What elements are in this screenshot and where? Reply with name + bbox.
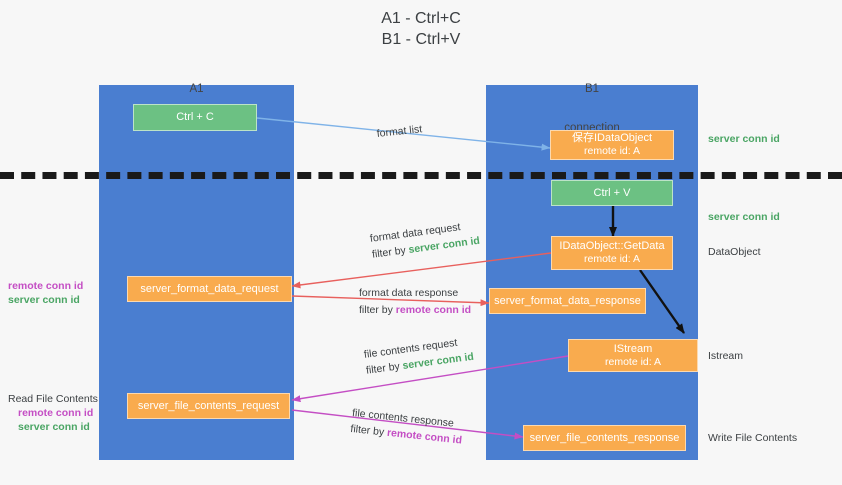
gap-label-file-contents-request: file contents request filter by server c… — [363, 333, 475, 379]
node-server-format-data-response[interactable]: server_format_data_response — [489, 288, 646, 314]
node-server-file-contents-request[interactable]: server_file_contents_request — [127, 393, 290, 419]
right-annotation-write-file-contents: Write File Contents — [708, 431, 797, 445]
node-getdata-label: IDataObject::GetData — [559, 240, 665, 252]
node-server-file-contents-response[interactable]: server_file_contents_response — [523, 425, 686, 451]
remote-conn-id-token: remote conn id — [395, 304, 472, 316]
filter-by-prefix: filter by — [349, 422, 388, 439]
phase-divider — [0, 172, 842, 179]
node-ctrl-c-label: Ctrl + C — [176, 111, 214, 123]
left-annotation-format-data-remote: remote conn id — [8, 280, 84, 292]
filter-by-prefix: filter by — [365, 360, 404, 377]
node-getdata[interactable]: IDataObject::GetData remote id: A — [551, 236, 673, 270]
node-server-file-contents-request-label: server_file_contents_request — [137, 399, 280, 412]
right-annotation-istream: Istream — [708, 349, 743, 363]
right-annotation-dataobject-text: DataObject — [708, 246, 761, 258]
right-annotation-server-conn-id-top-text: server conn id — [708, 133, 780, 145]
right-annotation-dataobject: DataObject — [708, 245, 761, 259]
swimlane-a1-title: A1 — [189, 83, 204, 95]
node-save-dataobject-remote-id: remote id: A — [583, 145, 641, 157]
gap-label-format-data-response: format data response filter by remote co… — [359, 285, 471, 319]
right-annotation-istream-text: Istream — [708, 350, 744, 362]
node-server-format-data-response-label: server_format_data_response — [494, 294, 641, 307]
gap-label-format-data-request: format data request filter by server con… — [369, 217, 481, 263]
right-annotation-write-file-contents-text: Write File Contents — [708, 432, 798, 444]
node-server-format-data-request[interactable]: server_format_data_request — [127, 276, 292, 302]
node-getdata-remote-id: remote id: A — [583, 253, 641, 265]
left-annotation-read-file-contents-remote: remote conn id — [18, 407, 94, 419]
right-annotation-server-conn-id-mid-text: server conn id — [708, 211, 780, 223]
node-istream-remote-id: remote id: A — [604, 355, 662, 368]
node-server-file-contents-response-label: server_file_contents_response — [529, 431, 680, 444]
node-server-format-data-request-label: server_format_data_request — [140, 282, 279, 295]
gap-label-format-list: format list — [376, 121, 423, 142]
node-save-dataobject-label: 保存IDataObject — [571, 132, 653, 144]
left-annotation-read-file-contents-server: server conn id — [18, 421, 90, 433]
filter-by-prefix: filter by — [371, 244, 410, 261]
filter-by-prefix: filter by — [359, 304, 396, 316]
node-istream[interactable]: IStream remote id: A — [568, 339, 698, 372]
page-title: A1 - Ctrl+C B1 - Ctrl+V — [381, 10, 461, 48]
node-istream-label: IStream — [613, 342, 653, 355]
right-annotation-server-conn-id-top: server conn id — [708, 132, 780, 146]
node-save-dataobject[interactable]: 保存IDataObject remote id: A — [550, 130, 674, 160]
gap-label-file-contents-response: file contents response filter by remote … — [350, 405, 465, 449]
gap-label-format-data-response-line1: format data response — [359, 287, 459, 299]
left-annotation-format-data-server: server conn id — [8, 294, 80, 306]
left-annotation-format-data: remote conn id server conn id — [8, 279, 83, 307]
left-annotation-read-file-contents-heading: Read File Contents — [8, 393, 98, 405]
right-annotation-server-conn-id-mid: server conn id — [708, 210, 780, 224]
swimlane-b1-title: B1 — [584, 83, 600, 95]
node-ctrl-v[interactable]: Ctrl + V — [551, 180, 673, 206]
node-ctrl-c[interactable]: Ctrl + C — [133, 104, 257, 131]
gap-label-format-data-response-line2: filter by remote conn id — [359, 302, 471, 319]
gap-label-format-list-text: format list — [376, 123, 423, 140]
node-ctrl-v-label: Ctrl + V — [593, 186, 631, 199]
left-annotation-read-file-contents: Read File Contents remote conn id server… — [8, 392, 98, 434]
